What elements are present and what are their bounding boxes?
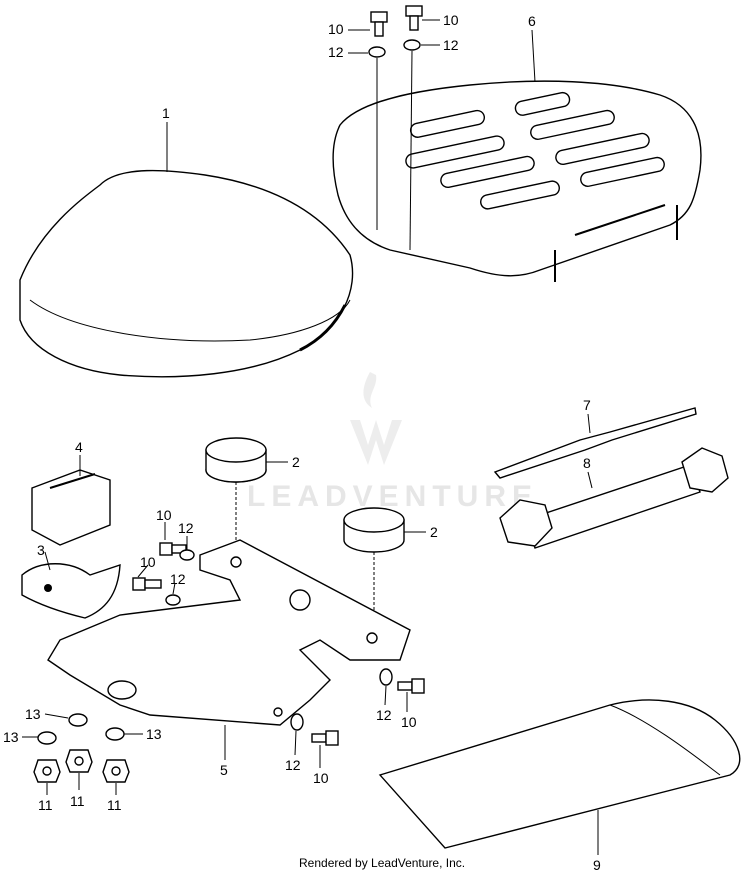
screwdriver-part[interactable] <box>493 407 697 479</box>
washer-12-rack-left[interactable] <box>368 46 386 58</box>
label-rubber-block: 4 <box>75 439 83 455</box>
washer-13-right[interactable] <box>105 727 125 741</box>
luggage-rack-part[interactable] <box>332 80 702 282</box>
label-nut-11-a: 11 <box>38 797 53 813</box>
nut-11-left[interactable] <box>33 759 61 783</box>
leader-6 <box>531 29 536 83</box>
label-hinge-bracket: 5 <box>220 762 228 778</box>
washer-12-bracket-lower[interactable] <box>165 594 181 606</box>
nut-11-right[interactable] <box>102 759 130 783</box>
label-rubber-mount-a: 2 <box>292 454 300 470</box>
label-box-wrench: 8 <box>583 455 591 471</box>
label-washer-13-b: 13 <box>3 729 19 745</box>
bolt-10-bracket-upper[interactable] <box>159 542 187 556</box>
label-screwdriver: 7 <box>583 397 591 413</box>
label-rubber-mount-b: 2 <box>430 524 438 540</box>
bolt-10-rack-right[interactable] <box>405 5 423 31</box>
label-washer-13-a: 13 <box>25 706 41 722</box>
label-washer-12-a: 12 <box>328 44 344 60</box>
bolt-10-rack-left[interactable] <box>370 11 388 37</box>
nut-11-middle[interactable] <box>65 749 93 773</box>
washer-12-rack-right[interactable] <box>403 39 421 51</box>
label-bolt-10-f: 10 <box>313 770 329 786</box>
bolt-10-bracket-right[interactable] <box>397 678 425 694</box>
label-washer-12-f: 12 <box>285 757 301 773</box>
label-nut-11-c: 11 <box>107 797 122 813</box>
seat-part[interactable] <box>19 169 354 378</box>
label-washer-12-e: 12 <box>376 707 392 723</box>
rubber-mount-a-part[interactable] <box>205 437 267 483</box>
bracket-clip-part[interactable] <box>21 563 121 619</box>
label-bolt-10-b: 10 <box>443 12 459 28</box>
box-wrench-part[interactable] <box>499 447 729 549</box>
washer-13-left[interactable] <box>37 731 57 745</box>
rubber-block-part[interactable] <box>31 469 111 546</box>
label-tool-bag: 9 <box>593 857 601 873</box>
washer-12-bracket-right[interactable] <box>379 668 393 686</box>
washer-12-bracket-upper[interactable] <box>179 549 195 561</box>
footer-credit: Rendered by LeadVenture, Inc. <box>299 856 465 870</box>
label-bolt-10-c: 10 <box>156 507 172 523</box>
bolt-10-bracket-lower[interactable] <box>132 577 162 591</box>
label-bolt-10-a: 10 <box>328 21 344 37</box>
bolt-10-bracket-bottom[interactable] <box>311 730 339 746</box>
label-luggage-rack: 6 <box>528 13 536 29</box>
seat-hinge-bracket-part[interactable] <box>47 539 411 726</box>
washer-13-top[interactable] <box>68 713 88 727</box>
label-seat: 1 <box>162 105 170 121</box>
label-nut-11-b: 11 <box>70 793 85 809</box>
label-washer-13-c: 13 <box>146 726 162 742</box>
washer-12-bracket-bottom[interactable] <box>290 713 304 731</box>
label-washer-12-c: 12 <box>178 520 194 536</box>
label-bolt-10-e: 10 <box>401 714 417 730</box>
label-bracket-clip: 3 <box>37 542 45 558</box>
tool-bag-part[interactable] <box>378 699 741 849</box>
label-bolt-10-d: 10 <box>140 554 156 570</box>
rubber-mount-b-part[interactable] <box>343 507 405 553</box>
watermark-text: LEADVENTURE <box>247 480 538 513</box>
label-washer-12-d: 12 <box>170 571 186 587</box>
label-washer-12-b: 12 <box>443 37 459 53</box>
watermark-logo <box>350 372 402 465</box>
